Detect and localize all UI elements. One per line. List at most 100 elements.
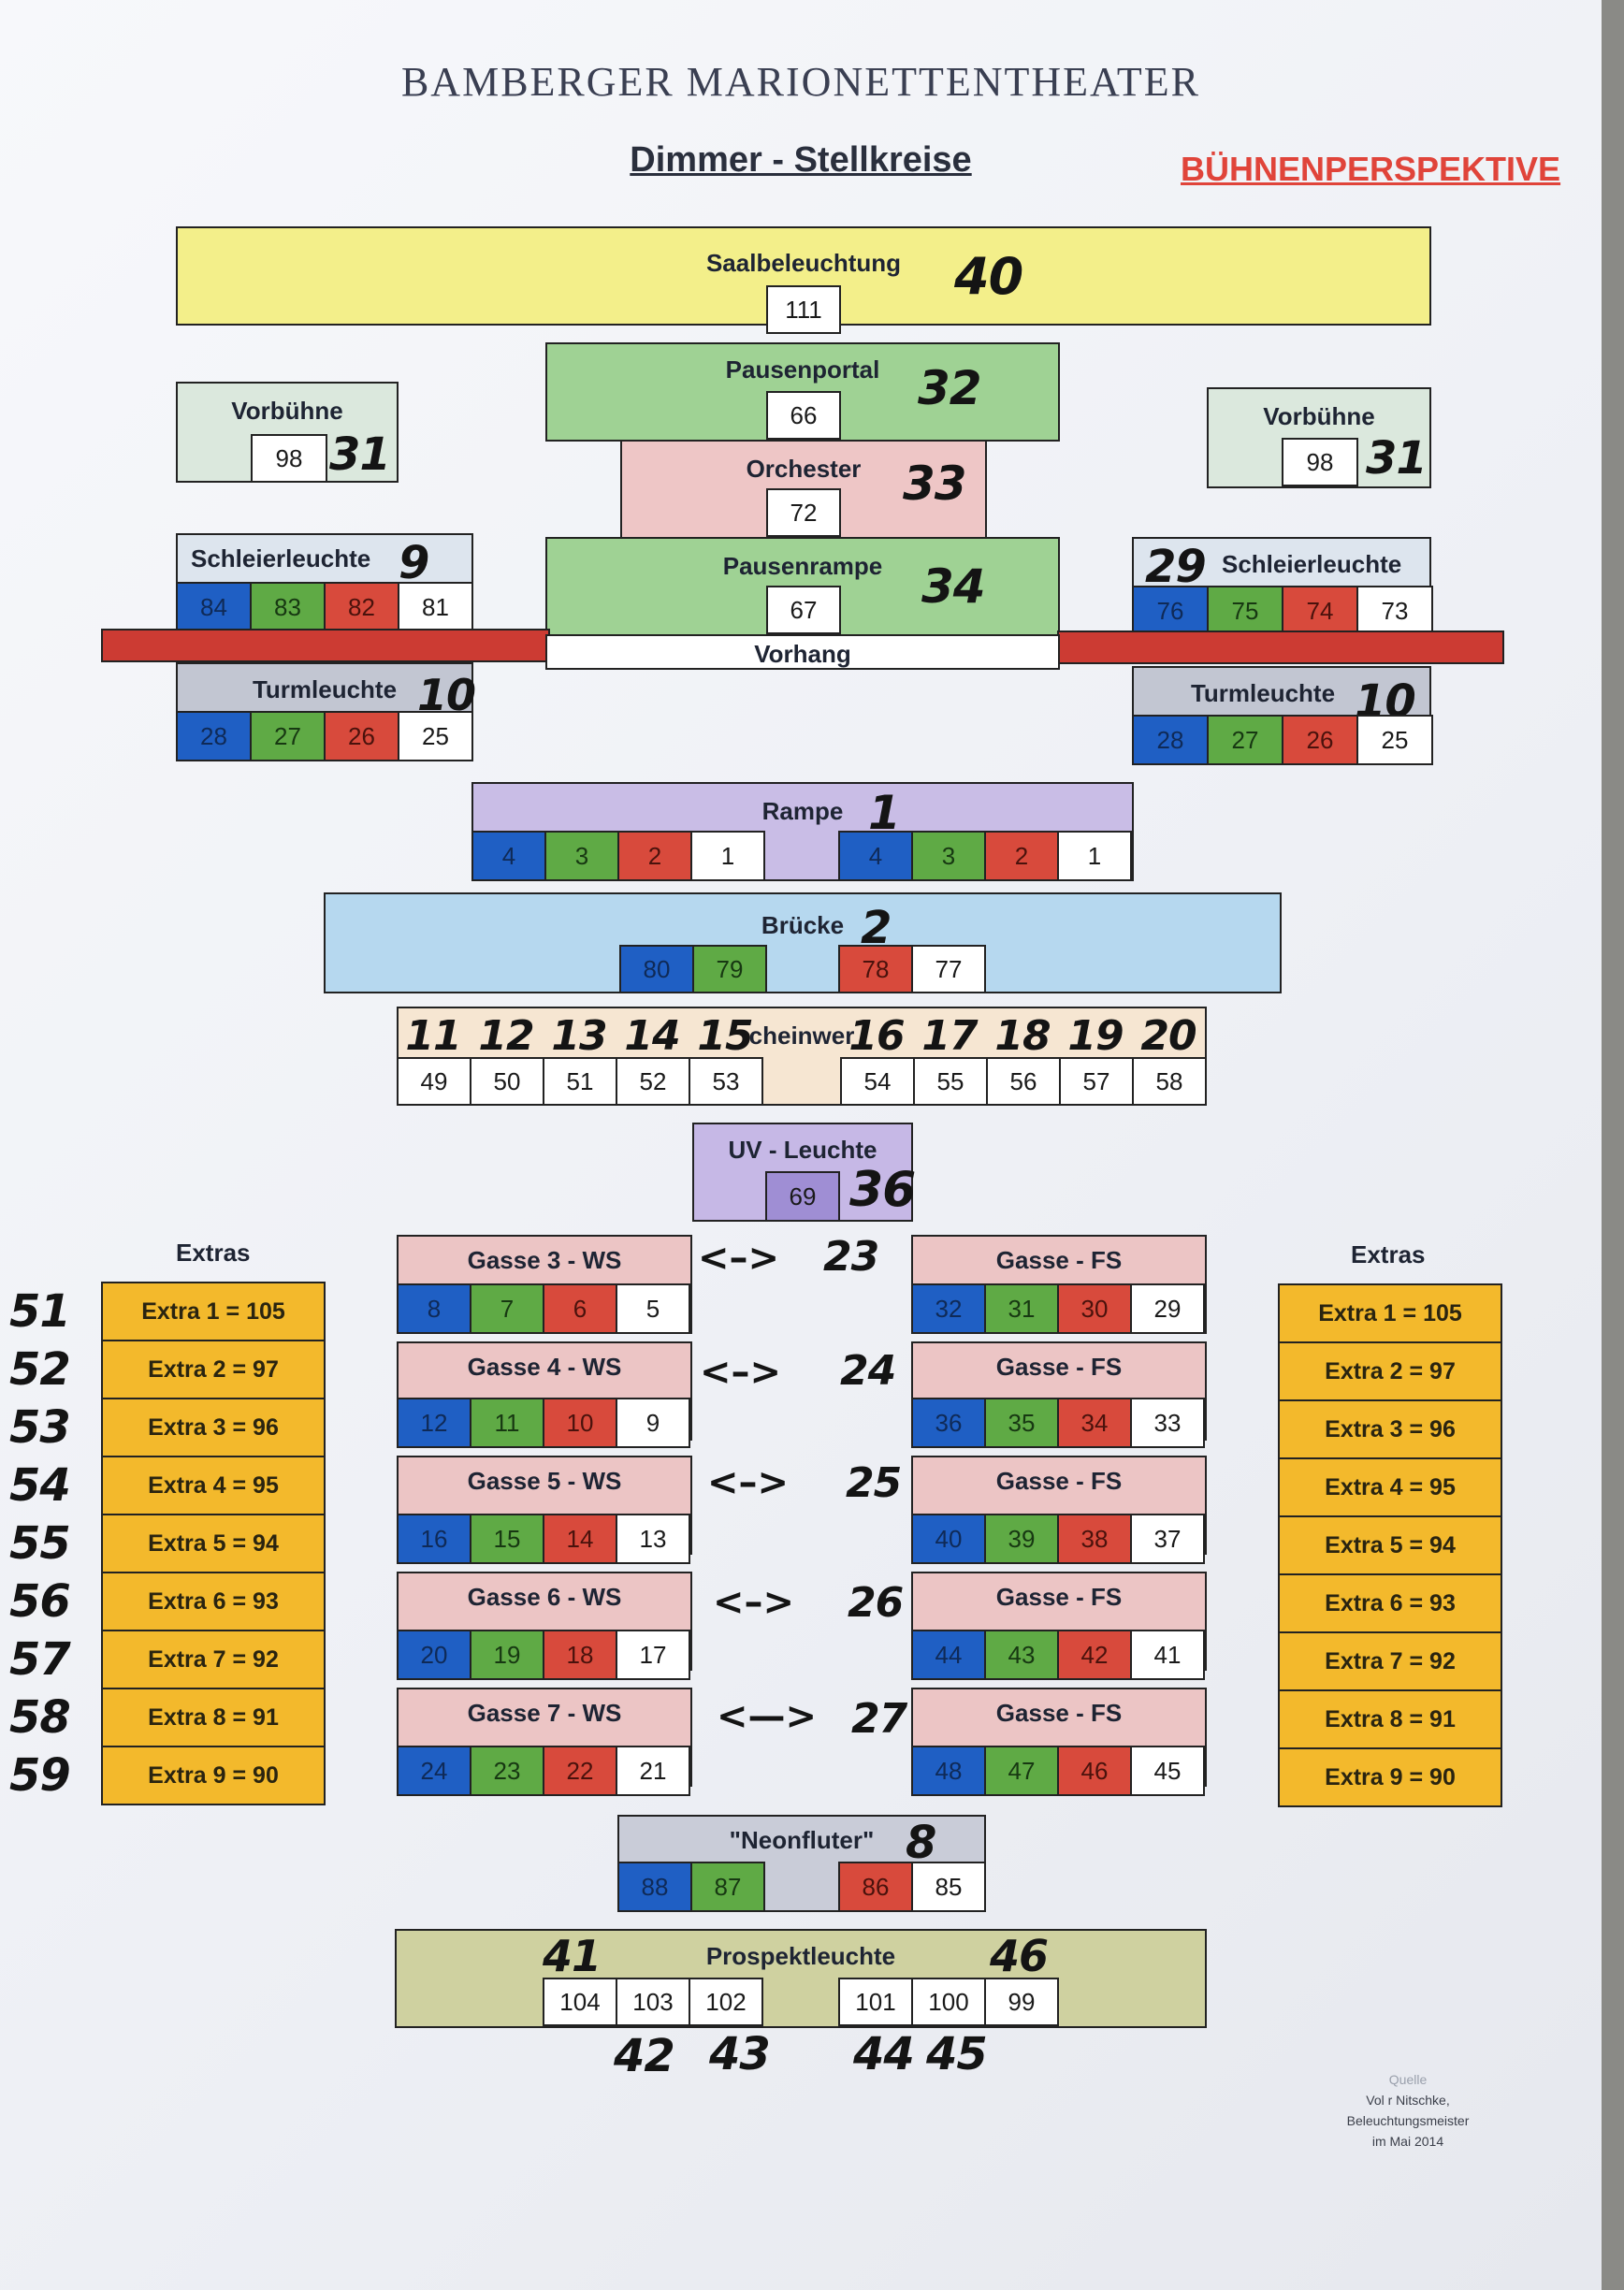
scheinwerfer-cell-50: 50	[470, 1057, 544, 1106]
extra-left-9: Extra 9 = 90	[101, 1746, 326, 1805]
saalbeleuchtung-hand-number: 40	[954, 247, 1023, 306]
extra-right-7: Extra 7 = 92	[1278, 1631, 1502, 1691]
scheinwerfer-label: cheinwer	[748, 1022, 855, 1050]
rampe-label: Rampe	[761, 797, 844, 825]
turm-left-cells: 28 27 26 25	[176, 711, 473, 761]
neon-right-cells: 86 85	[838, 1862, 986, 1912]
page-title: BAMBERGER MARIONETTENTHEATER	[400, 59, 1201, 105]
gasse-ws-cell-white: 13	[616, 1514, 690, 1564]
prospekt-cell-99: 99	[984, 1978, 1059, 2026]
gasse-fs-cell-green: 47	[984, 1746, 1059, 1796]
turm-left-label: Turmleuchte	[252, 675, 398, 703]
extra-hand-58: 58	[9, 1691, 71, 1744]
prospekt-hand-42: 42	[614, 2030, 675, 2082]
gasse-fs-cell-white: 29	[1130, 1283, 1205, 1334]
bruecke-right-cell-white: 77	[911, 945, 986, 993]
extra-hand-54: 54	[9, 1459, 71, 1512]
gasse-ws-cells: 20 19 18 17	[397, 1630, 690, 1680]
uv-hand-number: 36	[849, 1162, 916, 1218]
gasse-ws-cell-green: 23	[470, 1746, 544, 1796]
gasse-fs-cell-blue: 44	[911, 1630, 986, 1680]
gasse-link-number: 26	[848, 1579, 904, 1627]
scheinwerfer-hand-15: 15	[697, 1012, 753, 1060]
vorhang-label: Vorhang	[754, 640, 851, 668]
gasse-ws-cells: 24 23 22 21	[397, 1746, 690, 1796]
bruecke-left-cell-blue: 80	[619, 945, 694, 993]
vorbuehne-left-cells: 98	[251, 434, 327, 483]
rampe-right-cells: 4 3 2 1	[838, 831, 1132, 881]
rampe-left-cell-green: 3	[544, 831, 619, 881]
scheinwerfer-hand-right: 16 17 18 19 20	[840, 1012, 1207, 1060]
prospekt-box: Prospektleuchte 41 46	[395, 1929, 1207, 2028]
page-subtitle: Dimmer - Stellkreise	[630, 140, 972, 180]
gasse-ws-cell-red: 6	[543, 1283, 617, 1334]
gasse-fs-cell-blue: 40	[911, 1514, 986, 1564]
prospekt-cell-104: 104	[543, 1978, 617, 2026]
gasse-ws-cell-blue: 20	[397, 1630, 471, 1680]
orchester-label: Orchester	[746, 455, 862, 483]
gasse-ws-cell-red: 18	[543, 1630, 617, 1680]
turm-right-label: Turmleuchte	[1190, 679, 1336, 707]
prospekt-left-cells: 104 103 102	[543, 1978, 763, 2026]
credit-line-1: Quelle	[1388, 2072, 1428, 2087]
prospekt-cell-100: 100	[911, 1978, 986, 2026]
perspective-label: BÜHNENPERSPEKTIVE	[1181, 150, 1561, 188]
scheinwerfer-hand-12: 12	[478, 1012, 534, 1060]
gasse-ws-cell-green: 11	[470, 1398, 544, 1448]
vorhang-center: Vorhang	[545, 634, 1060, 670]
saalbeleuchtung-box: Saalbeleuchtung 40	[176, 226, 1431, 326]
scheinwerfer-left-cells: 49 50 51 52 53	[397, 1057, 763, 1106]
extra-right-4: Extra 4 = 95	[1278, 1457, 1502, 1517]
gasse-fs-cell-green: 39	[984, 1514, 1059, 1564]
gasse-ws-cell-white: 5	[616, 1283, 690, 1334]
gasse-ws-label: Gasse 6 - WS	[467, 1583, 622, 1611]
gasse-fs-cell-blue: 32	[911, 1283, 986, 1334]
gasse-fs-cells: 32 31 30 29	[911, 1283, 1205, 1334]
gasse-fs-label: Gasse - FS	[995, 1353, 1123, 1381]
schleier-left-cell-blue: 84	[176, 582, 252, 632]
extra-left-2: Extra 2 = 97	[101, 1340, 326, 1399]
schleier-right-cell-green: 75	[1207, 586, 1283, 636]
bruecke-label: Brücke	[761, 911, 845, 939]
gasse-ws-cell-blue: 24	[397, 1746, 471, 1796]
scheinwerfer-hand-11: 11	[405, 1012, 461, 1060]
scheinwerfer-cell-51: 51	[543, 1057, 617, 1106]
neon-cell-red: 86	[838, 1862, 913, 1912]
uv-label: UV - Leuchte	[728, 1136, 877, 1164]
vorhang-left-bar	[101, 629, 550, 662]
extra-hand-52: 52	[9, 1343, 71, 1396]
rampe-right-cell-green: 3	[911, 831, 986, 881]
extra-left-7: Extra 7 = 92	[101, 1630, 326, 1689]
gasse-fs-cells: 40 39 38 37	[911, 1514, 1205, 1564]
gasse-fs-cell-green: 31	[984, 1283, 1059, 1334]
gasse-fs-cells: 44 43 42 41	[911, 1630, 1205, 1680]
neon-hand-number: 8	[906, 1817, 936, 1869]
scheinwerfer-cell-49: 49	[397, 1057, 471, 1106]
extra-right-6: Extra 6 = 93	[1278, 1573, 1502, 1633]
bruecke-left-cells: 80 79	[619, 945, 767, 993]
turm-right-cell-white: 25	[1356, 715, 1433, 765]
credit-block: Quelle Vol r Nitschke, Beleuchtungsmeist…	[1272, 2069, 1544, 2152]
gasse-fs-cell-white: 33	[1130, 1398, 1205, 1448]
vorbuehne-left-label: Vorbühne	[231, 397, 343, 425]
credit-line-2: Vol r Nitschke,	[1366, 2093, 1450, 2108]
prospekt-cell-103: 103	[616, 1978, 690, 2026]
rampe-left-cell-blue: 4	[471, 831, 546, 881]
gasse-link-arrow: <–>	[713, 1581, 795, 1624]
vorbuehne-right-value: 98	[1282, 438, 1358, 486]
credit-line-3: Beleuchtungsmeister	[1346, 2113, 1470, 2128]
gasse-fs-cell-blue: 48	[911, 1746, 986, 1796]
scheinwerfer-hand-19: 19	[1067, 1012, 1124, 1060]
gasse-ws-cell-green: 19	[470, 1630, 544, 1680]
extra-left-4: Extra 4 = 95	[101, 1456, 326, 1515]
gasse-ws-label: Gasse 5 - WS	[467, 1467, 622, 1495]
pausenportal-value: 66	[766, 391, 841, 440]
gasse-fs-label: Gasse - FS	[995, 1583, 1123, 1611]
gasse-link-number: 25	[846, 1459, 902, 1507]
prospekt-right-cells: 101 100 99	[838, 1978, 1059, 2026]
uv-value: 69	[765, 1171, 840, 1222]
scheinwerfer-cell-58: 58	[1132, 1057, 1207, 1106]
vorbuehne-left-hand-number: 31	[329, 428, 391, 481]
extras-right-title: Extras	[1351, 1240, 1426, 1268]
scheinwerfer-cell-53: 53	[689, 1057, 763, 1106]
